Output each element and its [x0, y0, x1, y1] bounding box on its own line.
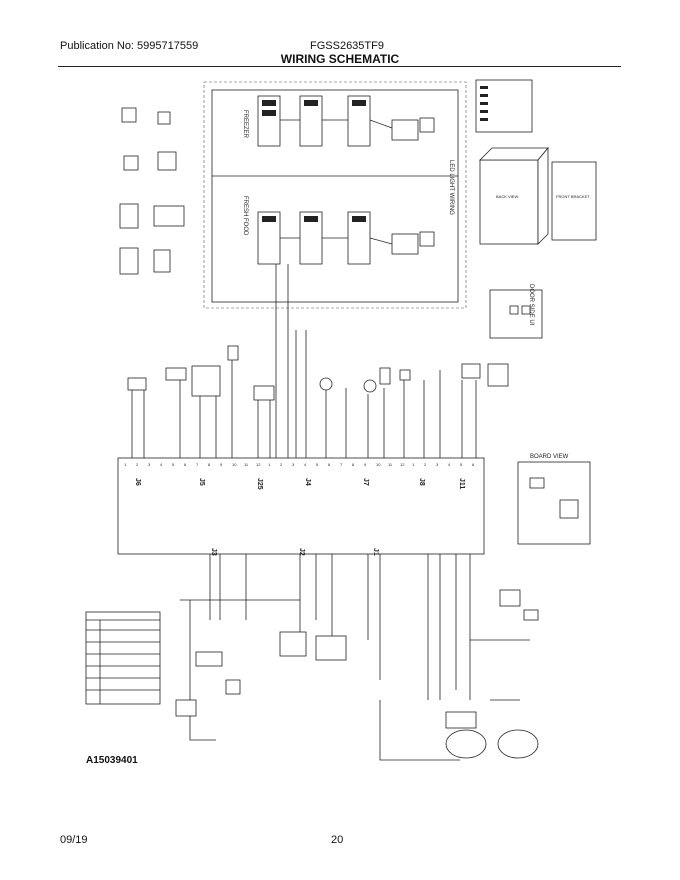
- pin-number: 9: [220, 462, 223, 467]
- abbreviation-legend: [85, 611, 161, 705]
- fresh-food-label: FRESH FOOD: [242, 196, 248, 236]
- footer-date: 09/19: [60, 834, 88, 846]
- pin-number: 3: [148, 462, 151, 467]
- pin-number: 2: [136, 462, 139, 467]
- door-side-ui-label: DOOR SIDE UI: [528, 284, 534, 326]
- led-module-ff-right: [347, 211, 371, 265]
- pin-number: 3: [436, 462, 439, 467]
- connector-label: J3: [210, 548, 217, 556]
- pin-number: 7: [340, 462, 343, 467]
- cabinet-outline: [211, 89, 459, 303]
- pin-number: 4: [448, 462, 451, 467]
- led-module-freezer-right: [347, 95, 371, 147]
- led-module-freezer-left: [257, 95, 281, 147]
- pin-number: 2: [424, 462, 427, 467]
- board-view-label: BOARD VIEW: [530, 454, 569, 460]
- pin-number: 9: [364, 462, 367, 467]
- connector-label: J8: [418, 478, 425, 486]
- led-module-ff-left: [257, 211, 281, 265]
- page-number: 20: [331, 834, 344, 846]
- freezer-label: FREEZER: [242, 110, 248, 139]
- door-side-ui-box: [489, 289, 543, 339]
- led-wiring-enclosure: [203, 81, 467, 309]
- back-view-box: [479, 159, 539, 245]
- pin-number: 5: [316, 462, 319, 467]
- upper-wiring: [131, 330, 477, 458]
- connector-label: J2: [298, 548, 305, 556]
- front-bracket-label: FRONT BRACKET: [556, 194, 590, 199]
- publication-number: Publication No: 5995717559: [60, 40, 199, 52]
- pin-number: 11: [244, 462, 249, 467]
- lower-components: [175, 589, 539, 759]
- led-module-freezer-mid: [299, 95, 323, 147]
- compressor-left: [445, 729, 487, 759]
- model-number: FGSS2635TF9: [310, 40, 384, 52]
- pin-number: 5: [172, 462, 175, 467]
- pin-number: 8: [208, 462, 211, 467]
- connector-key-icons: [119, 107, 185, 275]
- connector-label: J4: [304, 478, 311, 486]
- page-title: WIRING SCHEMATIC: [280, 52, 400, 66]
- pin-number: 12: [256, 462, 261, 467]
- pin-number: 4: [160, 462, 163, 467]
- pin-number: 4: [304, 462, 307, 467]
- compressor-right: [497, 729, 539, 759]
- connector-label: J5: [198, 478, 205, 486]
- connector-label: J25: [256, 478, 263, 490]
- connector-label: J11: [458, 478, 465, 489]
- diagram-code: A15039401: [86, 755, 138, 766]
- pin-number: 1: [268, 462, 271, 467]
- header-rule: [58, 66, 621, 67]
- pin-number: 11: [388, 462, 393, 467]
- front-bracket-box: [551, 161, 597, 241]
- pin-number: 3: [292, 462, 295, 467]
- pin-number: 1: [124, 462, 127, 467]
- board-view-box: [517, 461, 591, 545]
- connector-label: J6: [134, 478, 141, 486]
- connector-label: J1: [372, 548, 379, 556]
- lower-wiring: [180, 554, 530, 761]
- pin-number: 10: [376, 462, 381, 467]
- led-module-freezer-far: [391, 117, 435, 141]
- back-view-label: BACK VIEW: [496, 194, 518, 199]
- pin-number: 8: [352, 462, 355, 467]
- pin-number: 6: [472, 462, 475, 467]
- led-module-ff-mid: [299, 211, 323, 265]
- pin-number: 12: [400, 462, 405, 467]
- pin-number: 10: [232, 462, 237, 467]
- pin-number: 7: [196, 462, 199, 467]
- pin-number: 1: [412, 462, 415, 467]
- upper-components: [127, 345, 509, 401]
- pin-number: 5: [460, 462, 463, 467]
- connector-label: J7: [362, 478, 369, 486]
- main-control-board: [117, 457, 485, 555]
- led-light-wiring-label: LED LIGHT WIRING: [448, 160, 454, 215]
- led-module-ff-far: [391, 231, 435, 255]
- pin-number: 6: [184, 462, 187, 467]
- pin-number: 2: [280, 462, 283, 467]
- pin-number: 6: [328, 462, 331, 467]
